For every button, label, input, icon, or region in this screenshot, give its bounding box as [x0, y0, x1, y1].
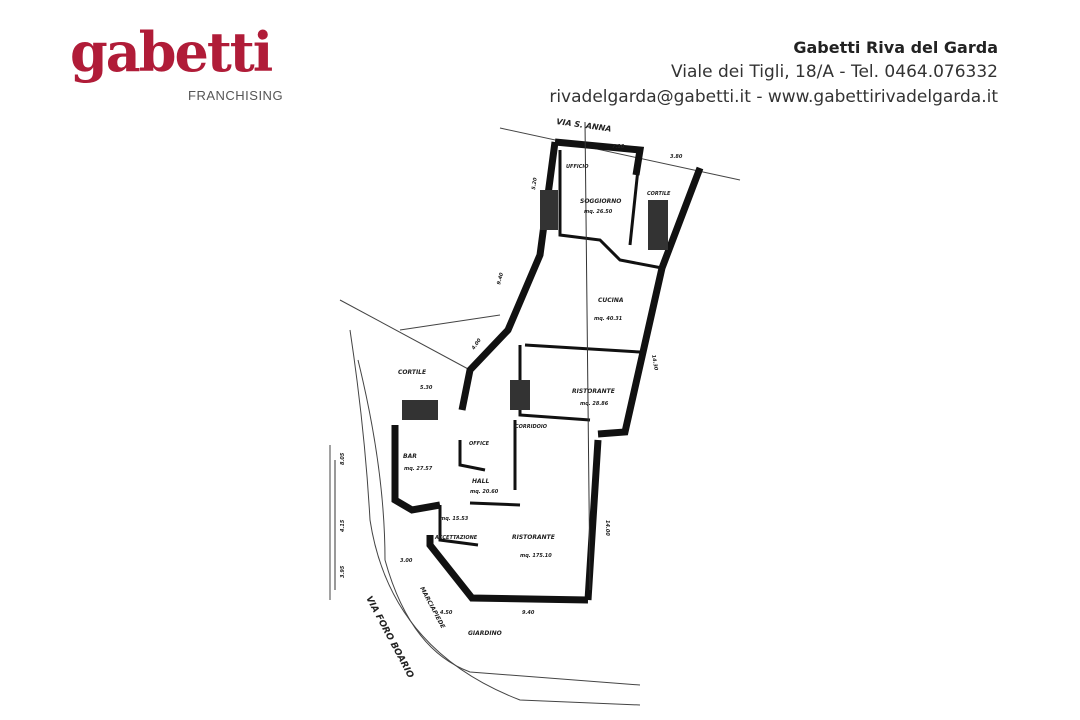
dimension-label: 8.05 [340, 452, 346, 465]
logo-tagline: FRANCHISING [188, 88, 284, 103]
room-area: mq. 40.31 [594, 316, 622, 322]
room-area: mq. 15.53 [440, 516, 469, 522]
room-soggiorno: SOGGIORNO [580, 198, 621, 205]
street-label-top: VIA S. ANNA [556, 117, 612, 134]
room-area: mq. 26.50 [584, 209, 613, 215]
dimension-label: 3.80 [670, 154, 683, 160]
gabetti-logo: gabetti FRANCHISING [70, 22, 300, 120]
logo-wordmark: gabetti [70, 20, 273, 84]
room-accettazione: ACCETTAZIONE [434, 535, 478, 541]
room-cortile: CORTILE [647, 191, 671, 197]
dimension-label: 4.15 [340, 519, 346, 532]
room-area: mq. 27.57 [404, 466, 433, 472]
room-office: OFFICE [469, 441, 490, 447]
room-cortile-2: CORTILE [398, 369, 427, 376]
dimension-label: 3.95 [340, 565, 346, 578]
dimension-label: 5.20 [531, 177, 539, 191]
agency-info: Gabetti Riva del Garda Viale dei Tigli, … [549, 36, 998, 110]
dimension-label: 5.30 [420, 385, 433, 391]
dimension-label: 14.00 [604, 520, 610, 536]
sidewalk-label: MARCIAPIEDE [418, 586, 446, 631]
dimension-label: 9.40 [522, 610, 535, 616]
dimension-label: 7.10 [612, 144, 625, 150]
agency-address: Viale dei Tigli, 18/A - Tel. 0464.076332 [671, 62, 998, 82]
dimension-label: 3.00 [400, 558, 413, 564]
room-cucina: CUCINA [598, 297, 624, 304]
street-label-left: VIA FORO BOARIO [363, 595, 415, 681]
agency-contact: rivadelgarda@gabetti.it - www.gabettiriv… [549, 87, 998, 107]
dimension-label: 4.00 [471, 337, 483, 351]
room-hall: HALL [472, 478, 489, 485]
dimension-label: 4.50 [440, 610, 453, 616]
room-corridoio: CORRIDOIO [515, 424, 548, 430]
room-ristorante-small: RISTORANTE [572, 388, 616, 395]
room-giardino: GIARDINO [468, 630, 502, 637]
room-ufficio: UFFICIO [566, 164, 589, 170]
room-bar: BAR [403, 453, 417, 460]
room-area: mq. 28.86 [580, 401, 609, 407]
room-area: mq. 20.60 [470, 489, 499, 495]
dimension-label: 14.30 [650, 354, 659, 371]
room-area: mq. 175.10 [520, 553, 552, 559]
room-ristorante-main: RISTORANTE [512, 534, 556, 541]
agency-name: Gabetti Riva del Garda [793, 38, 998, 57]
dimension-label: 9.40 [496, 272, 505, 286]
